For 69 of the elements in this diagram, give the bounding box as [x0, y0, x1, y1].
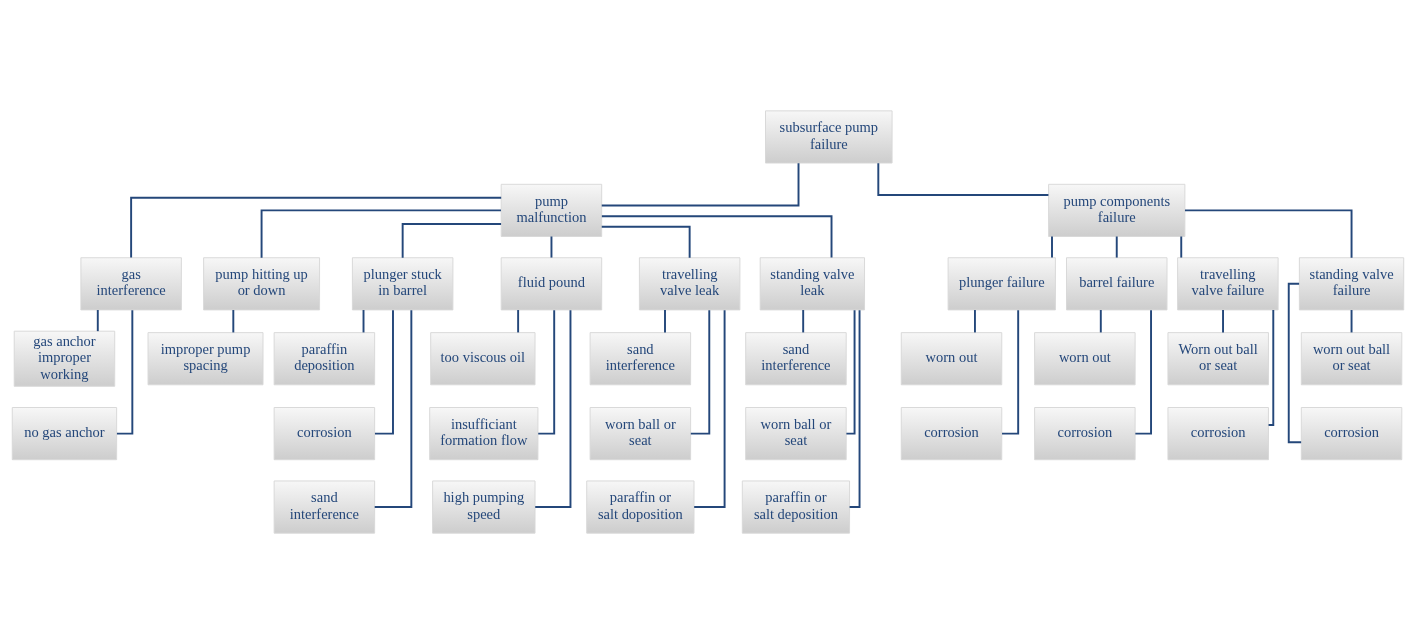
node-box: high pumping speed [432, 480, 536, 534]
connector [1180, 235, 1183, 259]
node-box: barrel failure [1066, 257, 1168, 311]
node-box: travelling valve leak [638, 257, 741, 311]
node-box: corrosion [1167, 407, 1269, 461]
connector [362, 309, 365, 334]
node-box: gas interference [80, 257, 182, 311]
node-box: corrosion [273, 407, 376, 461]
connector [517, 309, 520, 334]
connector [1350, 309, 1353, 334]
node-box: no gas anchor [11, 407, 118, 461]
connector [1001, 309, 1020, 435]
node-box: pump malfunction [500, 183, 603, 237]
connector [232, 309, 235, 334]
node-box: worn out ball or seat [1300, 332, 1403, 386]
connector [600, 225, 691, 259]
connector [401, 222, 503, 259]
connector [1134, 309, 1152, 435]
connector [1099, 309, 1102, 334]
connector [550, 235, 553, 259]
node-box: sand interference [745, 332, 847, 386]
connector [693, 309, 726, 508]
node-box: improper pump spacing [147, 332, 264, 386]
node-box: Worn out ball or seat [1167, 332, 1269, 386]
connector [1184, 209, 1353, 259]
connector [1267, 309, 1275, 426]
node-box: subsurface pump failure [765, 110, 893, 164]
node-box: standing valve failure [1298, 257, 1405, 311]
connector [537, 309, 556, 435]
connector [848, 309, 861, 508]
node-box: too viscous oil [430, 332, 536, 386]
connector [1222, 309, 1224, 334]
node-box: worn out [1034, 332, 1136, 386]
node-box: worn out [900, 332, 1003, 386]
node-box: paraffin or salt deposition [741, 480, 851, 534]
connector [600, 215, 833, 259]
connector [130, 196, 503, 259]
connector [373, 309, 413, 508]
connector [115, 309, 134, 435]
connector [1051, 235, 1053, 259]
node-box: worn ball or seat [589, 407, 692, 461]
connector [802, 309, 805, 334]
node-box: plunger failure [947, 257, 1056, 311]
node-box: gas anchor improper working [13, 330, 116, 387]
node-box: worn ball or seat [745, 407, 847, 461]
node-box: sand interference [589, 332, 692, 386]
node-box: fluid pound [500, 257, 603, 311]
node-box: standing valve leak [759, 257, 866, 311]
connector [664, 309, 666, 334]
node-box: pump hitting up or down [203, 257, 321, 311]
connector [260, 209, 502, 259]
connector [973, 309, 976, 334]
connector [96, 309, 99, 333]
node-box: corrosion [1300, 407, 1403, 461]
connector [845, 309, 856, 435]
node-box: paraffin or salt doposition [586, 480, 695, 534]
node-box: pump components failure [1048, 183, 1186, 237]
connector [534, 309, 572, 508]
node-box: insufficiant formation flow [429, 407, 539, 461]
connector [600, 162, 800, 207]
node-box: plunger stuck in barrel [351, 257, 454, 311]
node-box: paraffin deposition [273, 332, 376, 386]
connector [1287, 282, 1303, 444]
node-box: corrosion [1034, 407, 1136, 461]
node-box: travelling valve failure [1177, 257, 1279, 311]
connector [877, 162, 1050, 196]
node-box: sand interference [273, 480, 376, 534]
connector [1115, 235, 1118, 259]
node-box: corrosion [900, 407, 1003, 461]
